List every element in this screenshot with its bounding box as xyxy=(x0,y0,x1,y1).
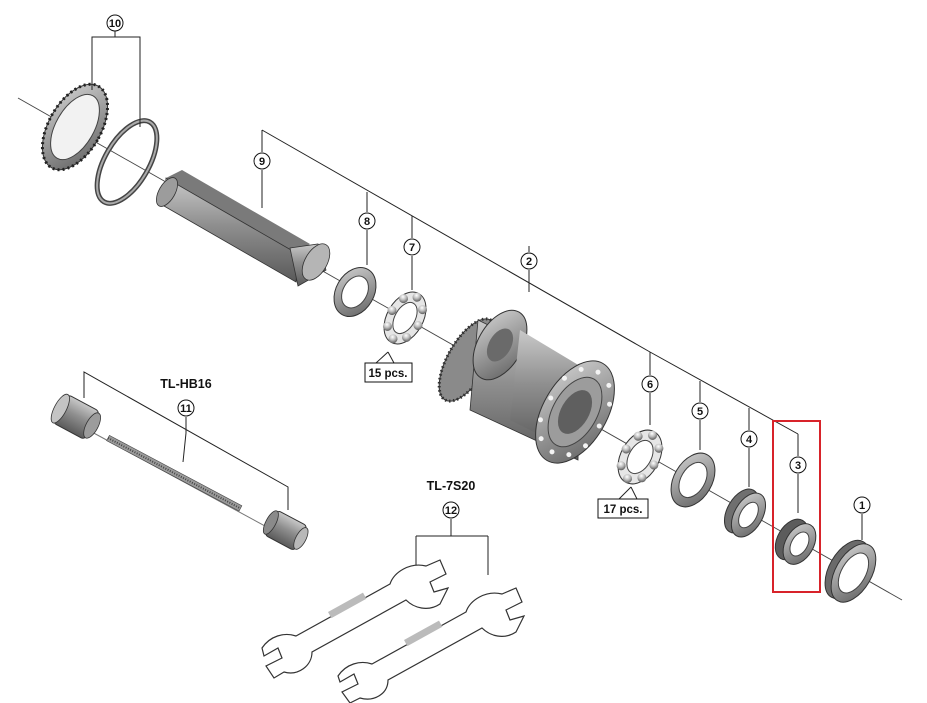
part-11-tool-hb16 xyxy=(50,393,309,550)
qty-box-right: 17 pcs. xyxy=(597,498,649,519)
callout-11: 11 xyxy=(177,399,195,417)
part-4-cone xyxy=(723,488,767,538)
tool-label-hb16: TL-HB16 xyxy=(160,377,211,391)
callout-9: 9 xyxy=(253,152,271,170)
callout-1-label: 1 xyxy=(859,500,865,512)
part-12-cone-wrench-front xyxy=(261,559,450,679)
leader-lines xyxy=(83,31,863,575)
callout-2-label: 2 xyxy=(526,256,532,268)
tool-label-7s20: TL-7S20 xyxy=(427,479,476,493)
qty-box-left: 15 pcs. xyxy=(364,362,413,383)
callout-3-label: 3 xyxy=(795,460,801,472)
highlight-box-part-3 xyxy=(772,420,821,593)
callout-11-label: 11 xyxy=(180,403,192,415)
part-12-cone-wrench-back xyxy=(337,587,526,703)
qty-label-right: 17 pcs. xyxy=(604,504,643,516)
callout-1: 1 xyxy=(853,496,871,514)
qty-label-left: 15 pcs. xyxy=(369,368,408,380)
part-10-lockring xyxy=(40,82,110,172)
part-1-end-cap xyxy=(824,539,877,603)
callout-7-label: 7 xyxy=(409,242,415,254)
part-9-axle xyxy=(156,170,331,287)
part-7-ball-retainer xyxy=(382,291,428,345)
callout-5: 5 xyxy=(691,402,709,420)
part-10-washer xyxy=(94,118,160,206)
part-3-nut xyxy=(774,518,817,565)
callout-6-label: 6 xyxy=(647,379,653,391)
callout-8: 8 xyxy=(358,212,376,230)
callout-2: 2 xyxy=(520,252,538,270)
callout-10-label: 10 xyxy=(109,18,121,30)
callout-12-label: 12 xyxy=(445,505,457,517)
part-6-ball-retainer xyxy=(616,429,664,485)
callout-5-label: 5 xyxy=(697,406,703,418)
callout-12: 12 xyxy=(442,501,460,519)
callout-7: 7 xyxy=(403,238,421,256)
part-8-washer xyxy=(333,267,377,317)
callout-4-label: 4 xyxy=(746,434,753,446)
callout-3: 3 xyxy=(789,456,807,474)
part-2-hub-body xyxy=(437,309,615,464)
callout-9-label: 9 xyxy=(259,156,265,168)
part-5-washer xyxy=(670,452,716,508)
callout-6: 6 xyxy=(641,375,659,393)
callout-4: 4 xyxy=(740,430,758,448)
callout-8-label: 8 xyxy=(364,216,370,228)
callout-10: 10 xyxy=(106,14,124,32)
